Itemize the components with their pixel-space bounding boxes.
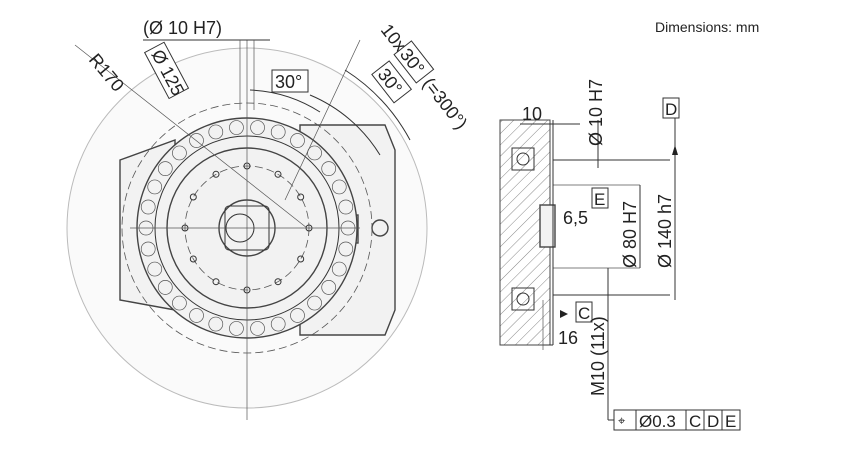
- bearing-roller: [208, 124, 224, 140]
- bearing-roller: [290, 133, 305, 148]
- svg-text:(=300°): (=300°): [419, 74, 472, 133]
- side-plug: [371, 219, 389, 237]
- svg-text:D: D: [707, 412, 719, 431]
- pin-hole-label: (Ø 10 H7): [143, 18, 222, 38]
- angle-second-label: 30°: [371, 60, 413, 104]
- bearing-roller: [290, 308, 305, 323]
- bolt-holes: [138, 120, 356, 336]
- section-view: [499, 115, 678, 421]
- datum-e: E: [591, 187, 609, 209]
- thread-label: M10 (11x): [588, 316, 608, 396]
- bearing-roller: [140, 241, 156, 257]
- bearing-roller: [208, 316, 224, 332]
- bearing-roller: [229, 120, 244, 135]
- svg-text:E: E: [725, 412, 736, 431]
- bolt-hole: [274, 170, 282, 178]
- bearing-roller: [229, 321, 244, 336]
- pin-hole-section-label: Ø 10 H7: [586, 79, 606, 146]
- svg-text:Ø0.3: Ø0.3: [639, 412, 676, 431]
- svg-text:C: C: [689, 412, 701, 431]
- bolt-hole: [212, 278, 220, 286]
- svg-text:30°: 30°: [275, 72, 302, 92]
- feature-control-frame: ⌖ Ø0.3 C D E: [613, 409, 741, 431]
- bearing-roller: [321, 280, 337, 295]
- thread-depth-label: 16: [558, 328, 578, 348]
- outer-fit-label: Ø 140 h7: [655, 194, 675, 268]
- pin-depth-label: 10: [522, 104, 542, 124]
- svg-text:E: E: [594, 190, 605, 209]
- bearing-roller: [172, 295, 187, 311]
- bearing-roller: [147, 261, 163, 277]
- bolt-hole: [212, 170, 220, 178]
- angle-label: 30°: [271, 69, 309, 93]
- bearing-roller: [270, 124, 286, 140]
- position-icon: ⌖: [618, 413, 626, 428]
- bolt-hole: [297, 193, 305, 201]
- bearing-roller: [338, 199, 354, 215]
- bearing-roller: [140, 199, 156, 215]
- bearing-roller: [147, 179, 163, 195]
- bearing-top: [511, 147, 535, 171]
- bearing-roller: [331, 261, 347, 277]
- bolt-hole: [274, 278, 282, 286]
- datum-d: D: [662, 97, 680, 119]
- bolt-hole: [189, 255, 197, 263]
- recess-depth-label: 6,5: [563, 208, 588, 228]
- bearing-roller: [157, 161, 173, 176]
- bearing-roller: [172, 145, 187, 161]
- bearing-roller: [250, 120, 265, 135]
- bearing-bottom: [511, 287, 535, 311]
- bearing-roller: [321, 161, 337, 176]
- units-note: Dimensions: mm: [655, 19, 759, 35]
- svg-text:D: D: [665, 100, 677, 119]
- bearing-roller: [331, 179, 347, 195]
- inner-fit-label: Ø 80 H7: [620, 201, 640, 268]
- bearing-roller: [250, 321, 265, 336]
- bearing-roller: [189, 308, 204, 323]
- bolt-hole: [189, 193, 197, 201]
- svg-text:C: C: [578, 304, 590, 323]
- bearing-roller: [270, 316, 286, 332]
- bearing-roller: [189, 133, 204, 148]
- bolt-hole: [297, 255, 305, 263]
- datum-c: C: [575, 301, 593, 323]
- front-view: [66, 39, 428, 420]
- bearing-roller: [157, 280, 173, 295]
- bearing-roller: [307, 295, 322, 311]
- seal: [539, 204, 556, 248]
- bearing-roller: [307, 145, 322, 161]
- bearing-roller: [338, 241, 354, 257]
- radius-label: R170: [85, 50, 128, 96]
